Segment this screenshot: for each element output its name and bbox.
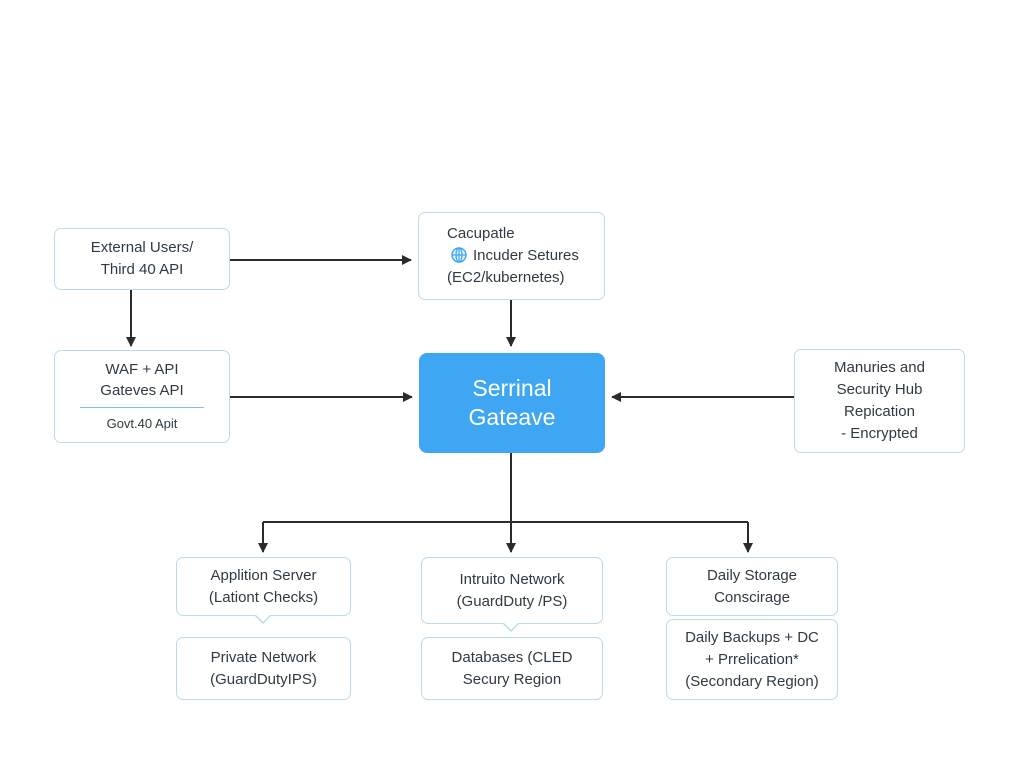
intruito-line-2: (GuardDuty /PS) (456, 592, 568, 610)
daily-storage-node: Daily Storage Conscirage (666, 557, 838, 616)
databases-line-1: Databases (CLED (451, 648, 573, 666)
application-line-1: Applition Server (210, 566, 317, 584)
waf-line-1: WAF + API (105, 360, 179, 378)
private-network-line-1: Private Network (210, 648, 317, 666)
application-server-node: Applition Server (Lationt Checks) (176, 557, 351, 616)
daily-backups-node: Daily Backups + DC + Prrelication* (Seco… (666, 619, 838, 700)
external-users-line-2: Third 40 API (100, 261, 184, 278)
daily-storage-line-2: Conscirage (714, 588, 790, 606)
databases-line-2: Secury Region (462, 670, 562, 688)
intruito-network-node: Intruito Network (GuardDuty /PS) (421, 557, 603, 624)
private-network-line-2: (GuardDutyIPS) (210, 670, 317, 688)
compute-bottom: (EC2/kubernetes) (447, 269, 565, 286)
external-users-node: External Users/ Third 40 API (54, 228, 230, 290)
daily-backups-line-1: Daily Backups + DC (685, 628, 819, 646)
daily-backups-line-2: + Prrelication* (705, 650, 799, 668)
waf-sub: Govt.40 Apit (106, 415, 178, 431)
intruito-line-1: Intruito Network (459, 570, 565, 588)
external-users-line-1: External Users/ (90, 239, 194, 256)
application-line-2: (Lationt Checks) (208, 588, 319, 606)
security-hub-node: Manuries and Security Hub Repication - E… (794, 349, 965, 453)
central-gateway-line-2: Gateave (468, 404, 556, 430)
compute-middle-text: Incuder Setures (473, 247, 579, 264)
private-network-node: Private Network (GuardDutyIPS) (176, 637, 351, 700)
compute-services-node: Cacupatle Incuder Setures (EC2/kubernete… (418, 212, 605, 300)
daily-backups-line-3: (Secondary Region) (685, 672, 819, 690)
compute-title: Cacupatle (447, 225, 515, 242)
globe-icon (451, 247, 467, 263)
databases-node: Databases (CLED Secury Region (421, 637, 603, 700)
waf-line-2: Gateves API (100, 381, 184, 399)
daily-storage-line-1: Daily Storage (706, 566, 798, 584)
security-hub-line-1: Manuries and (834, 359, 925, 376)
central-gateway-node: Serrinal Gateave (419, 353, 605, 453)
intruito-callout-notch (503, 623, 519, 633)
waf-divider (80, 406, 204, 408)
compute-middle-row: Incuder Setures (451, 245, 579, 267)
central-gateway-line-1: Serrinal (472, 375, 552, 401)
security-hub-line-2: Security Hub (836, 381, 923, 398)
security-hub-line-3: Repication (844, 403, 915, 420)
security-hub-line-4: - Encrypted (841, 425, 918, 442)
application-callout-notch (255, 615, 271, 625)
waf-gateway-node: WAF + API Gateves API Govt.40 Apit (54, 350, 230, 443)
